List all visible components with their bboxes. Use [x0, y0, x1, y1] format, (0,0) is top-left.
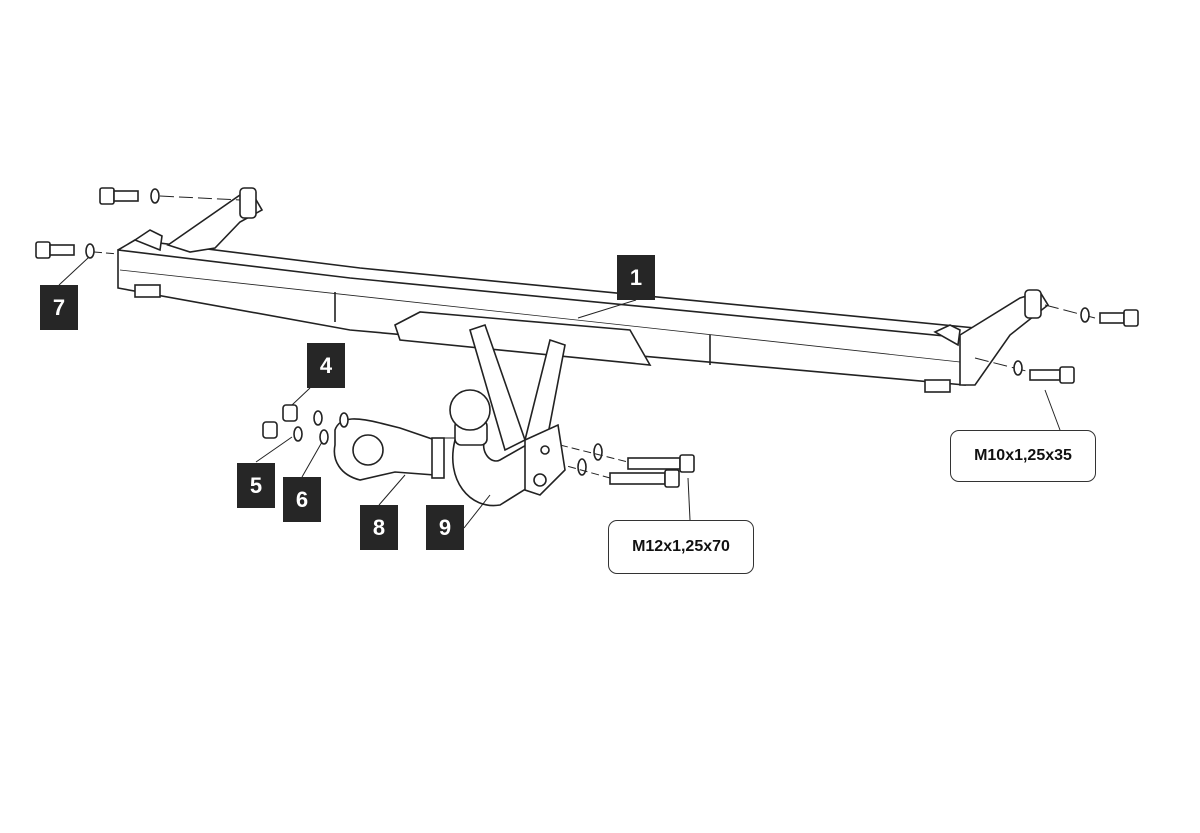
part-label-5: 5: [237, 463, 275, 508]
part-label-1: 1: [617, 255, 655, 300]
ball-hitch: [449, 323, 566, 507]
socket-plate: [333, 418, 455, 481]
part-label-7: 7: [40, 285, 78, 330]
center-bolt-spec: M12x1,25x70: [608, 520, 754, 574]
left-bracket: [159, 187, 264, 253]
part-label-6: 6: [283, 477, 321, 522]
part-label-9: 9: [426, 505, 464, 550]
crossbeam: [117, 229, 977, 393]
nuts-washers: [262, 404, 349, 445]
part-label-4: 4: [307, 343, 345, 388]
leader-lines: [58, 257, 1061, 529]
bolts: [35, 187, 1139, 488]
side-bolt-spec: M10x1,25x35: [950, 430, 1096, 482]
part-label-8: 8: [360, 505, 398, 550]
